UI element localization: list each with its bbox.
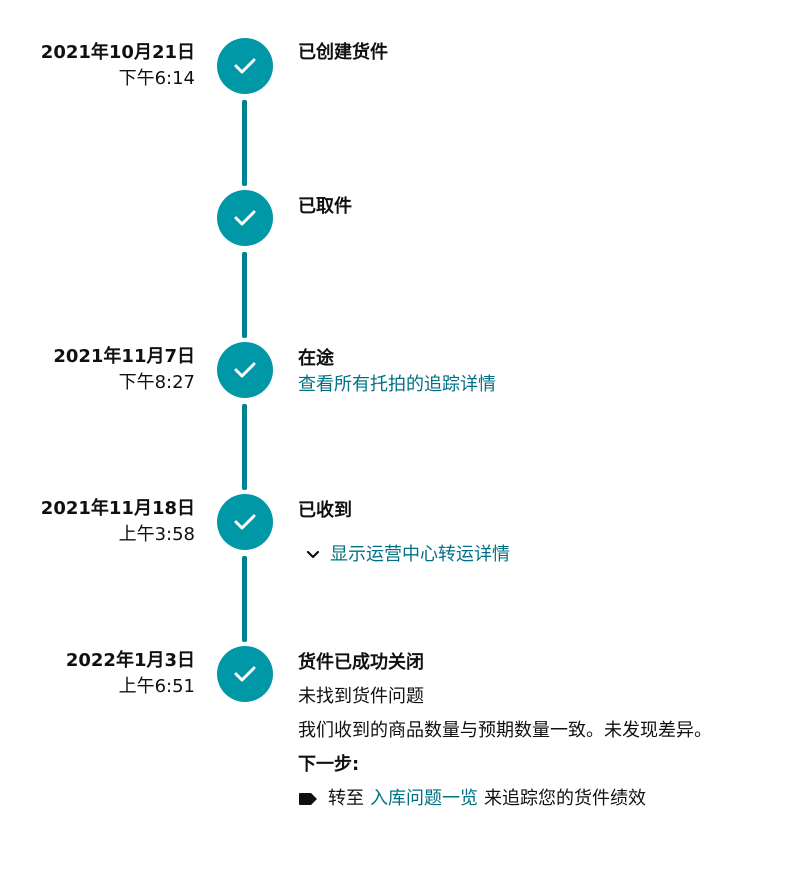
event-time: 下午8:27 xyxy=(118,372,195,393)
event-time: 上午6:51 xyxy=(118,676,195,697)
timeline-connector xyxy=(242,556,247,642)
tag-icon xyxy=(299,793,317,805)
event-title: 已取件 xyxy=(298,196,352,217)
check-icon xyxy=(234,362,256,378)
status-node xyxy=(217,342,273,398)
check-icon xyxy=(234,666,256,682)
next-step-prefix: 转至 xyxy=(328,788,364,809)
issue-status-text: 未找到货件问题 xyxy=(298,686,424,707)
chevron-down-icon xyxy=(306,550,320,559)
event-time: 下午6:14 xyxy=(118,68,195,89)
next-step-label: 下一步: xyxy=(298,754,360,775)
tracking-details-link[interactable]: 查看所有托拍的追踪详情 xyxy=(298,374,496,395)
event-date: 2021年11月7日 xyxy=(53,346,195,367)
event-title: 在途 xyxy=(298,348,334,369)
inbound-issues-link[interactable]: 入库问题一览 xyxy=(370,788,478,809)
event-time: 上午3:58 xyxy=(118,524,195,545)
event-title: 已创建货件 xyxy=(298,42,388,63)
timeline-connector xyxy=(242,404,247,490)
status-node xyxy=(217,190,273,246)
event-title: 已收到 xyxy=(298,500,352,521)
status-node xyxy=(217,494,273,550)
event-date: 2021年10月21日 xyxy=(40,42,195,63)
timeline-connector xyxy=(242,100,247,186)
event-title: 货件已成功关闭 xyxy=(298,652,424,673)
quantity-match-text: 我们收到的商品数量与预期数量一致。未发现差异。 xyxy=(298,720,712,741)
event-date: 2022年1月3日 xyxy=(65,650,195,671)
status-node xyxy=(217,646,273,702)
status-node xyxy=(217,38,273,94)
next-step-suffix: 来追踪您的货件绩效 xyxy=(484,788,646,809)
show-transfer-details-link[interactable]: 显示运营中心转运详情 xyxy=(330,544,510,565)
check-icon xyxy=(234,514,256,530)
check-icon xyxy=(234,58,256,74)
timeline-connector xyxy=(242,252,247,338)
check-icon xyxy=(234,210,256,226)
show-transfer-details-toggle[interactable]: 显示运营中心转运详情 xyxy=(306,542,798,568)
event-date: 2021年11月18日 xyxy=(40,498,195,519)
next-step-item: 转至 入库问题一览 来追踪您的货件绩效 xyxy=(298,786,798,812)
